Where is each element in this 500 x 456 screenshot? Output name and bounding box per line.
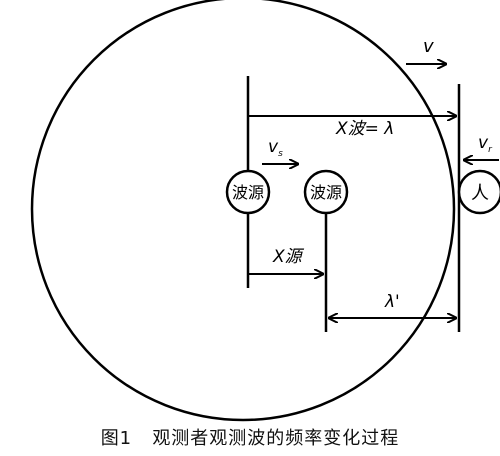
caption-text: 观测者观测波的频率变化过程 <box>152 428 400 449</box>
x-source-label: X源 <box>272 247 305 267</box>
old-source-circle <box>225 169 271 215</box>
lambda-prime-label: λ' <box>384 292 400 312</box>
figure-number: 图1 <box>100 428 133 449</box>
v-label: v <box>423 36 434 57</box>
new-source-label: 波源 <box>310 183 342 202</box>
observer-circle <box>457 169 500 215</box>
figure-caption: 图1 观测者观测波的频率变化过程 <box>0 424 500 450</box>
new-source-circle <box>303 169 349 215</box>
observer-label: 人 <box>471 183 489 204</box>
old-source-label: 波源 <box>232 183 264 202</box>
x-wave-label: X波= λ <box>335 119 394 139</box>
wavefront-circle <box>30 0 456 422</box>
vr-label: vr <box>478 133 493 155</box>
vs-label: vs <box>268 137 283 159</box>
